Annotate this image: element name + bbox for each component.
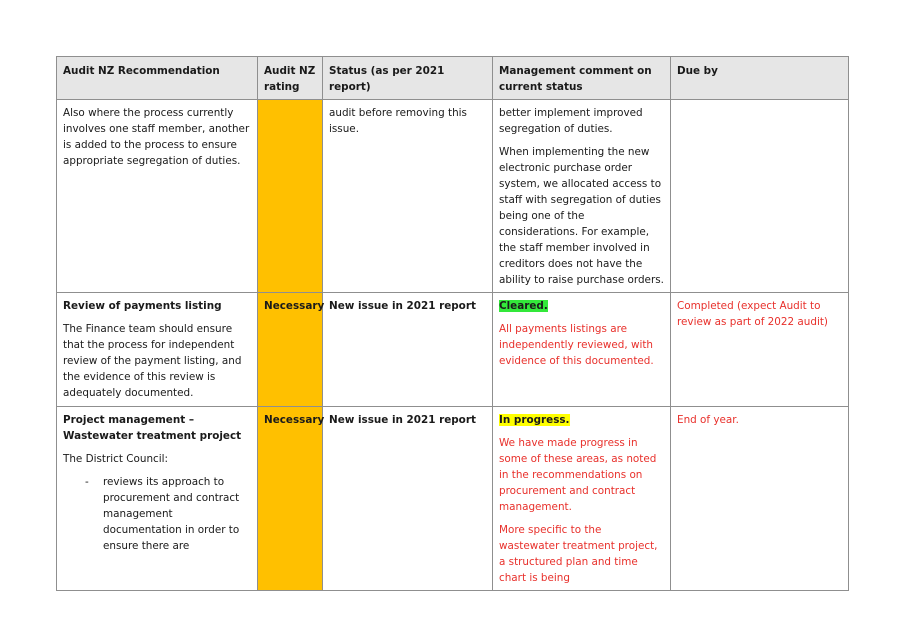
rating-cell: Necessary: [257, 406, 325, 591]
table-header-row: Audit NZ Recommendation Audit NZ rating …: [56, 56, 849, 100]
rating-cell: Necessary: [257, 292, 325, 407]
status-cell: New issue in 2021 report: [322, 406, 493, 591]
comment-text: All payments listings are independently …: [499, 323, 654, 367]
comment-text: better implement improved segregation of…: [499, 107, 643, 135]
status-badge-cleared: Cleared.: [499, 300, 548, 312]
bullet-dash: -: [85, 476, 89, 488]
recommendation-text: The Finance team should ensure that the …: [63, 323, 242, 399]
due-cell: [670, 99, 849, 293]
comment-text: When implementing the new electronic pur…: [499, 146, 664, 286]
recommendation-cell: Also where the process currently involve…: [56, 99, 258, 293]
recommendation-bullet: - reviews its approach to procurement an…: [63, 474, 251, 554]
status-badge-in-progress: In progress.: [499, 414, 570, 426]
recommendation-cell: Project management – Wastewater treatmen…: [56, 406, 258, 591]
header-recommendation: Audit NZ Recommendation: [56, 56, 258, 100]
table-row: Project management – Wastewater treatmen…: [56, 406, 849, 591]
header-management-comment: Management comment on current status: [492, 56, 671, 100]
status-text: audit before removing this issue.: [329, 107, 467, 135]
due-text: End of year.: [677, 414, 739, 426]
recommendation-title: Review of payments listing: [63, 300, 222, 312]
audit-recommendations-table: Audit NZ Recommendation Audit NZ rating …: [56, 56, 849, 591]
comment-cell: Cleared. All payments listings are indep…: [492, 292, 671, 407]
comment-text: More specific to the wastewater treatmen…: [499, 524, 658, 584]
status-cell: New issue in 2021 report: [322, 292, 493, 407]
rating-cell: [257, 99, 323, 293]
header-status: Status (as per 2021 report): [322, 56, 493, 100]
recommendation-text: Also where the process currently involve…: [63, 107, 250, 167]
header-rating: Audit NZ rating: [257, 56, 323, 100]
comment-text: We have made progress in some of these a…: [499, 437, 657, 513]
due-text: Completed (expect Audit to review as par…: [677, 300, 828, 328]
recommendation-intro: The District Council:: [63, 453, 169, 465]
status-text: New issue in 2021 report: [329, 300, 476, 312]
comment-cell: better implement improved segregation of…: [492, 99, 671, 293]
status-text: New issue in 2021 report: [329, 414, 476, 426]
rating-label: Necessary: [264, 414, 325, 426]
table-row: Also where the process currently involve…: [56, 99, 849, 293]
bullet-text: reviews its approach to procurement and …: [103, 476, 240, 552]
status-cell: audit before removing this issue.: [322, 99, 493, 293]
comment-cell: In progress. We have made progress in so…: [492, 406, 671, 591]
rating-label: Necessary: [264, 300, 325, 312]
header-due-by: Due by: [670, 56, 849, 100]
table-row: Review of payments listing The Finance t…: [56, 292, 849, 407]
due-cell: End of year.: [670, 406, 849, 591]
recommendation-title: Project management – Wastewater treatmen…: [63, 414, 242, 442]
due-cell: Completed (expect Audit to review as par…: [670, 292, 849, 407]
recommendation-cell: Review of payments listing The Finance t…: [56, 292, 258, 407]
